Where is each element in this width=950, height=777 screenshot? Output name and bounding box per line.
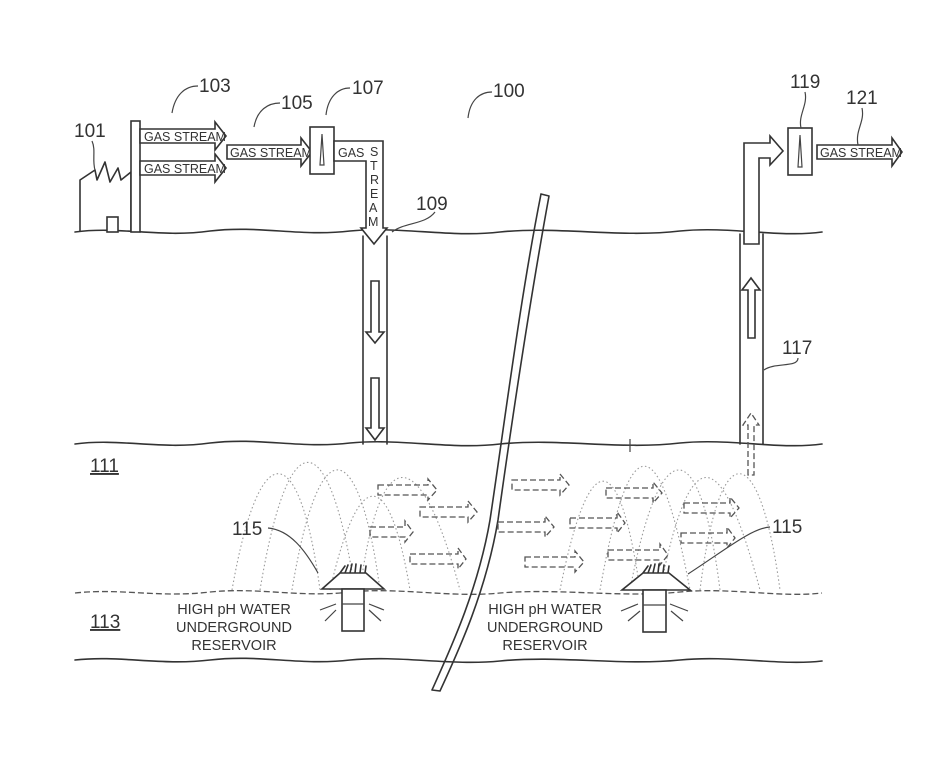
leader-103 [171, 85, 199, 114]
dashed-flow-arrows [369, 472, 740, 574]
stream-letter: T [370, 159, 378, 173]
stream-letter: M [368, 215, 378, 229]
dashed-up-arrow-icon [741, 411, 761, 476]
leader-107 [325, 87, 351, 116]
ref-115-left: 115 [232, 519, 262, 540]
leader-109 [391, 211, 436, 233]
factory-101 [79, 120, 141, 233]
ground-surface-line [74, 228, 823, 235]
gas-stream-label: GAS STREAM [230, 146, 312, 160]
reservoir-label-center: HIGH pH WATER UNDERGROUND RESERVOIR [487, 602, 603, 654]
leader-117 [763, 357, 799, 371]
fault-line [431, 193, 550, 692]
ref-107: 107 [352, 78, 384, 99]
stream-letter: E [370, 187, 378, 201]
injection-well-109 [362, 235, 388, 445]
leader-121 [856, 107, 864, 146]
ref-115-right: 115 [772, 517, 802, 538]
up-arrow-icon [740, 276, 762, 339]
gas-stream-arrow-lower: GAS STREAM [139, 151, 228, 185]
water-source-115-left [319, 563, 387, 632]
stream-letter: S [370, 145, 378, 159]
water-spray-arcs [231, 461, 781, 591]
reservoir-label-line: RESERVOIR [502, 638, 587, 654]
water-source-115-right [619, 563, 693, 633]
leader-100 [467, 91, 493, 119]
gas-stream-to-injection-well: GAS S T R E A M [333, 140, 389, 246]
gas-stream-arrow-upper: GAS STREAM [139, 119, 228, 153]
gas-label: GAS [338, 146, 364, 160]
reservoir-label-line: HIGH pH WATER [177, 602, 291, 618]
reservoir-label-left: HIGH pH WATER UNDERGROUND RESERVOIR [176, 602, 292, 654]
gas-stream-label: GAS STREAM [820, 146, 902, 160]
crosshair-mark [624, 439, 636, 452]
gas-stream-label: GAS STREAM [144, 162, 226, 176]
down-arrow-icon [364, 377, 386, 442]
reservoir-label-line: HIGH pH WATER [488, 602, 602, 618]
extraction-pipe-arrow [743, 133, 785, 245]
ref-109: 109 [416, 194, 448, 215]
reservoir-label-line: RESERVOIR [191, 638, 276, 654]
reservoir-label-line: UNDERGROUND [487, 620, 603, 636]
ref-117: 117 [782, 338, 812, 359]
compressor-107 [309, 126, 335, 175]
ref-101: 101 [74, 121, 106, 142]
leader-115-left [267, 527, 319, 574]
stream-letter: R [370, 173, 379, 187]
reservoir-top-boundary [74, 590, 823, 595]
ref-113: 113 [90, 612, 120, 633]
compressor-119 [787, 127, 813, 176]
ref-119: 119 [790, 72, 820, 93]
ref-103: 103 [199, 76, 231, 97]
ref-121: 121 [846, 88, 878, 109]
down-arrow-icon [364, 280, 386, 345]
output-gas-stream-arrow-121: GAS STREAM [816, 135, 903, 169]
gas-stream-label: GAS STREAM [144, 130, 226, 144]
leader-115-right [687, 526, 771, 575]
reservoir-label-line: UNDERGROUND [176, 620, 292, 636]
leader-101 [91, 140, 96, 171]
stream-letter: A [369, 201, 378, 215]
extraction-well-117 [739, 133, 785, 476]
leader-105 [253, 102, 281, 128]
leader-119 [799, 91, 807, 129]
ref-100: 100 [493, 81, 525, 102]
layer-boundary-111 [74, 440, 823, 447]
ref-105: 105 [281, 93, 313, 114]
reservoir-bottom-boundary [74, 657, 823, 664]
ref-111: 111 [90, 456, 119, 477]
combined-gas-stream-arrow: GAS STREAM [226, 135, 314, 169]
